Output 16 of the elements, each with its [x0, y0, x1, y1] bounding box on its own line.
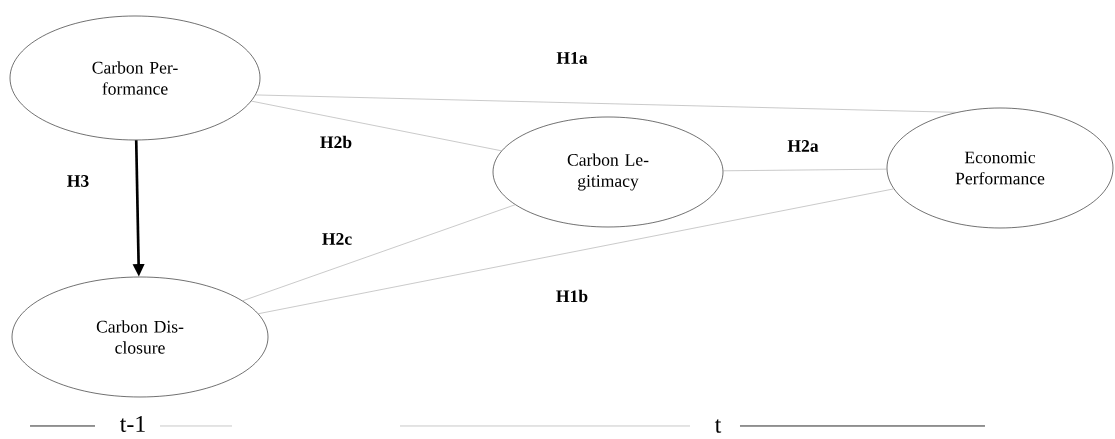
- connector-line: [255, 94, 957, 113]
- edge-label: H1b: [554, 288, 590, 304]
- edge-label: H2b: [318, 134, 354, 150]
- ellipse-node: Carbon Per- formance: [9, 15, 261, 141]
- connector-line: [251, 100, 502, 152]
- ellipse-node: Economic Performance: [886, 107, 1114, 229]
- connector-line: [722, 168, 888, 172]
- time-label: t: [714, 419, 722, 433]
- connector-line: [242, 204, 516, 302]
- edge-label: H3: [65, 173, 91, 189]
- edge-label: H2a: [786, 138, 821, 154]
- ellipse-node: Carbon Le- gitimacy: [492, 116, 724, 228]
- edge-label: H2c: [320, 231, 354, 247]
- edge-label: H1a: [555, 50, 590, 66]
- ellipse-node: Carbon Dis- closure: [11, 276, 269, 398]
- connector-line: [258, 188, 894, 314]
